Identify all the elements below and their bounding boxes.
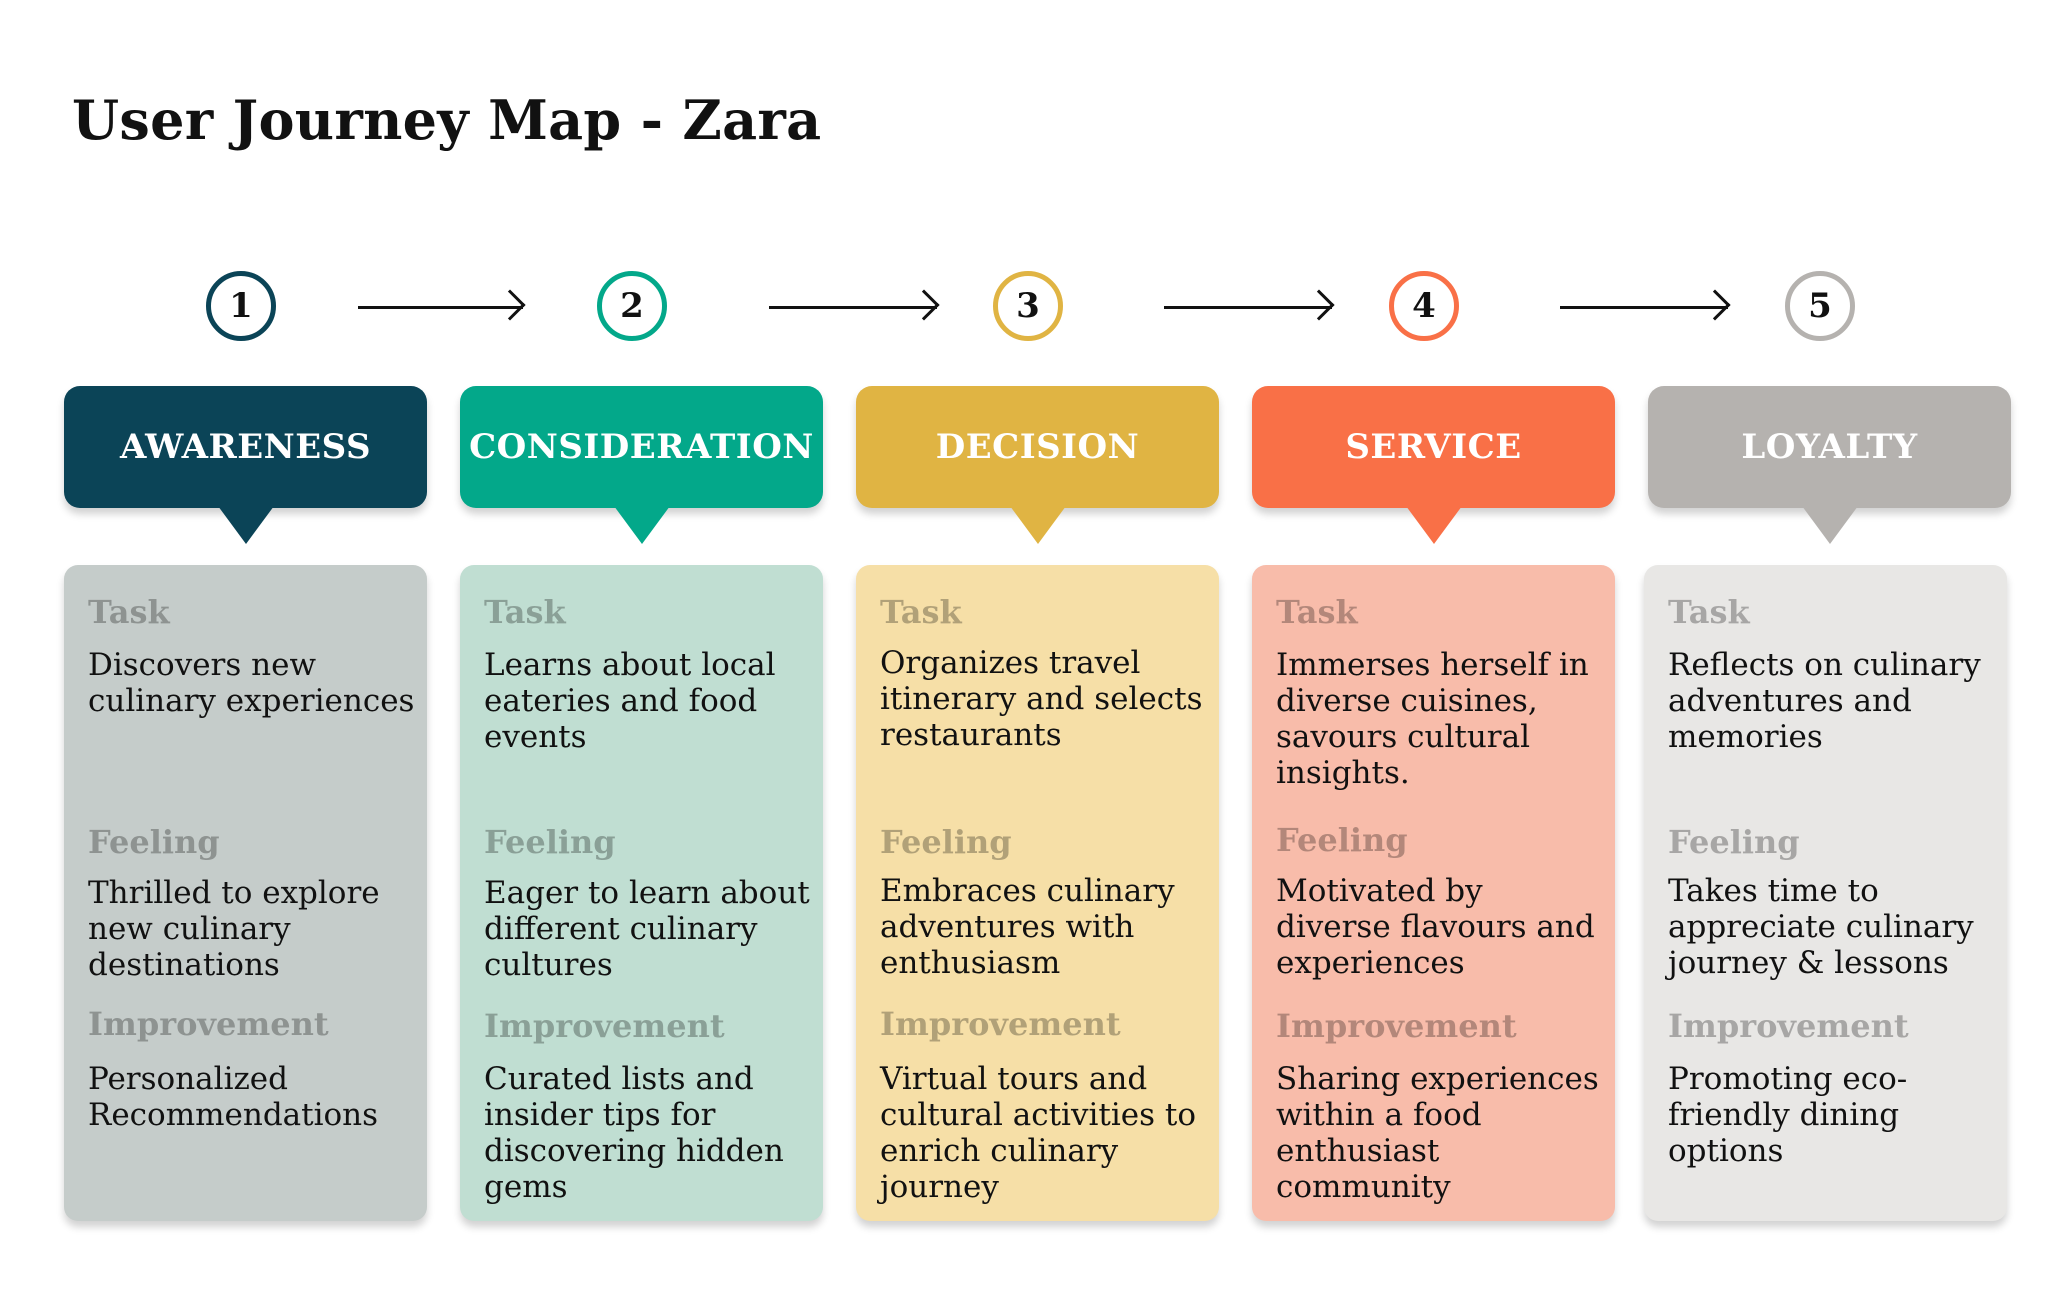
phase-pointer xyxy=(1009,506,1066,544)
arrow-right-icon xyxy=(769,306,937,309)
improvement-text: Curated lists and insider tips for disco… xyxy=(484,1061,784,1205)
improvement-label: Improvement xyxy=(880,1005,1121,1043)
task-label: Task xyxy=(1668,593,1750,631)
phase-pointer xyxy=(1801,506,1858,544)
card-consideration: Task Learns about local eateries and foo… xyxy=(460,565,823,1221)
feeling-text: Eager to learn about different culinary … xyxy=(484,875,810,983)
arrow-right-icon xyxy=(358,306,523,309)
improvement-text: Virtual tours and cultural activities to… xyxy=(880,1061,1196,1205)
step-4-circle: 4 xyxy=(1389,271,1459,341)
feeling-text: Thrilled to explore new culinary destina… xyxy=(88,875,380,983)
card-awareness: Task Discovers new culinary experiences … xyxy=(64,565,427,1221)
phase-label: CONSIDERATION xyxy=(469,427,814,467)
step-5-circle: 5 xyxy=(1785,271,1855,341)
phase-service: SERVICE xyxy=(1252,386,1615,544)
improvement-label: Improvement xyxy=(88,1005,329,1043)
phase-pointer xyxy=(217,506,274,544)
page-title: User Journey Map - Zara xyxy=(72,88,822,152)
phase-pointer xyxy=(613,506,670,544)
task-label: Task xyxy=(88,593,170,631)
task-text: Organizes travel itinerary and selects r… xyxy=(880,645,1203,753)
arrow-right-icon xyxy=(1560,306,1728,309)
task-text: Reflects on culinary adventures and memo… xyxy=(1668,647,1981,755)
task-label: Task xyxy=(880,593,962,631)
feeling-label: Feeling xyxy=(88,823,220,861)
task-label: Task xyxy=(484,593,566,631)
card-service: Task Immerses herself in diverse cuisine… xyxy=(1252,565,1615,1221)
phase-loyalty: LOYALTY xyxy=(1648,386,2011,544)
feeling-label: Feeling xyxy=(1276,821,1408,859)
card-decision: Task Organizes travel itinerary and sele… xyxy=(856,565,1219,1221)
improvement-label: Improvement xyxy=(1276,1007,1517,1045)
improvement-text: Sharing experiences within a food enthus… xyxy=(1276,1061,1599,1205)
card-loyalty: Task Reflects on culinary adventures and… xyxy=(1644,565,2007,1221)
phase-pointer xyxy=(1405,506,1462,544)
improvement-text: Personalized Recommendations xyxy=(88,1061,379,1133)
step-3-circle: 3 xyxy=(993,271,1063,341)
feeling-label: Feeling xyxy=(880,823,1012,861)
feeling-text: Takes time to appreciate culinary journe… xyxy=(1668,873,1974,981)
phase-label: AWARENESS xyxy=(119,427,372,467)
improvement-label: Improvement xyxy=(1668,1007,1909,1045)
step-1-circle: 1 xyxy=(206,271,276,341)
phase-label: DECISION xyxy=(935,427,1140,467)
phase-awareness: AWARENESS xyxy=(64,386,427,544)
feeling-text: Motivated by diverse flavours and experi… xyxy=(1276,873,1595,981)
feeling-label: Feeling xyxy=(1668,823,1800,861)
improvement-text: Promoting eco-friendly dining options xyxy=(1668,1061,1908,1169)
task-text: Learns about local eateries and food eve… xyxy=(484,647,776,755)
improvement-label: Improvement xyxy=(484,1007,725,1045)
task-label: Task xyxy=(1276,593,1358,631)
phase-decision: DECISION xyxy=(856,386,1219,544)
step-2-circle: 2 xyxy=(597,271,667,341)
arrow-right-icon xyxy=(1164,306,1332,309)
feeling-label: Feeling xyxy=(484,823,616,861)
phase-consideration: CONSIDERATION xyxy=(460,386,823,544)
task-text: Immerses herself in diverse cuisines, sa… xyxy=(1276,647,1589,791)
feeling-text: Embraces culinary adventures with enthus… xyxy=(880,873,1175,981)
task-text: Discovers new culinary experiences xyxy=(88,647,415,719)
phase-label: SERVICE xyxy=(1345,427,1522,467)
phase-label: LOYALTY xyxy=(1741,427,1918,467)
